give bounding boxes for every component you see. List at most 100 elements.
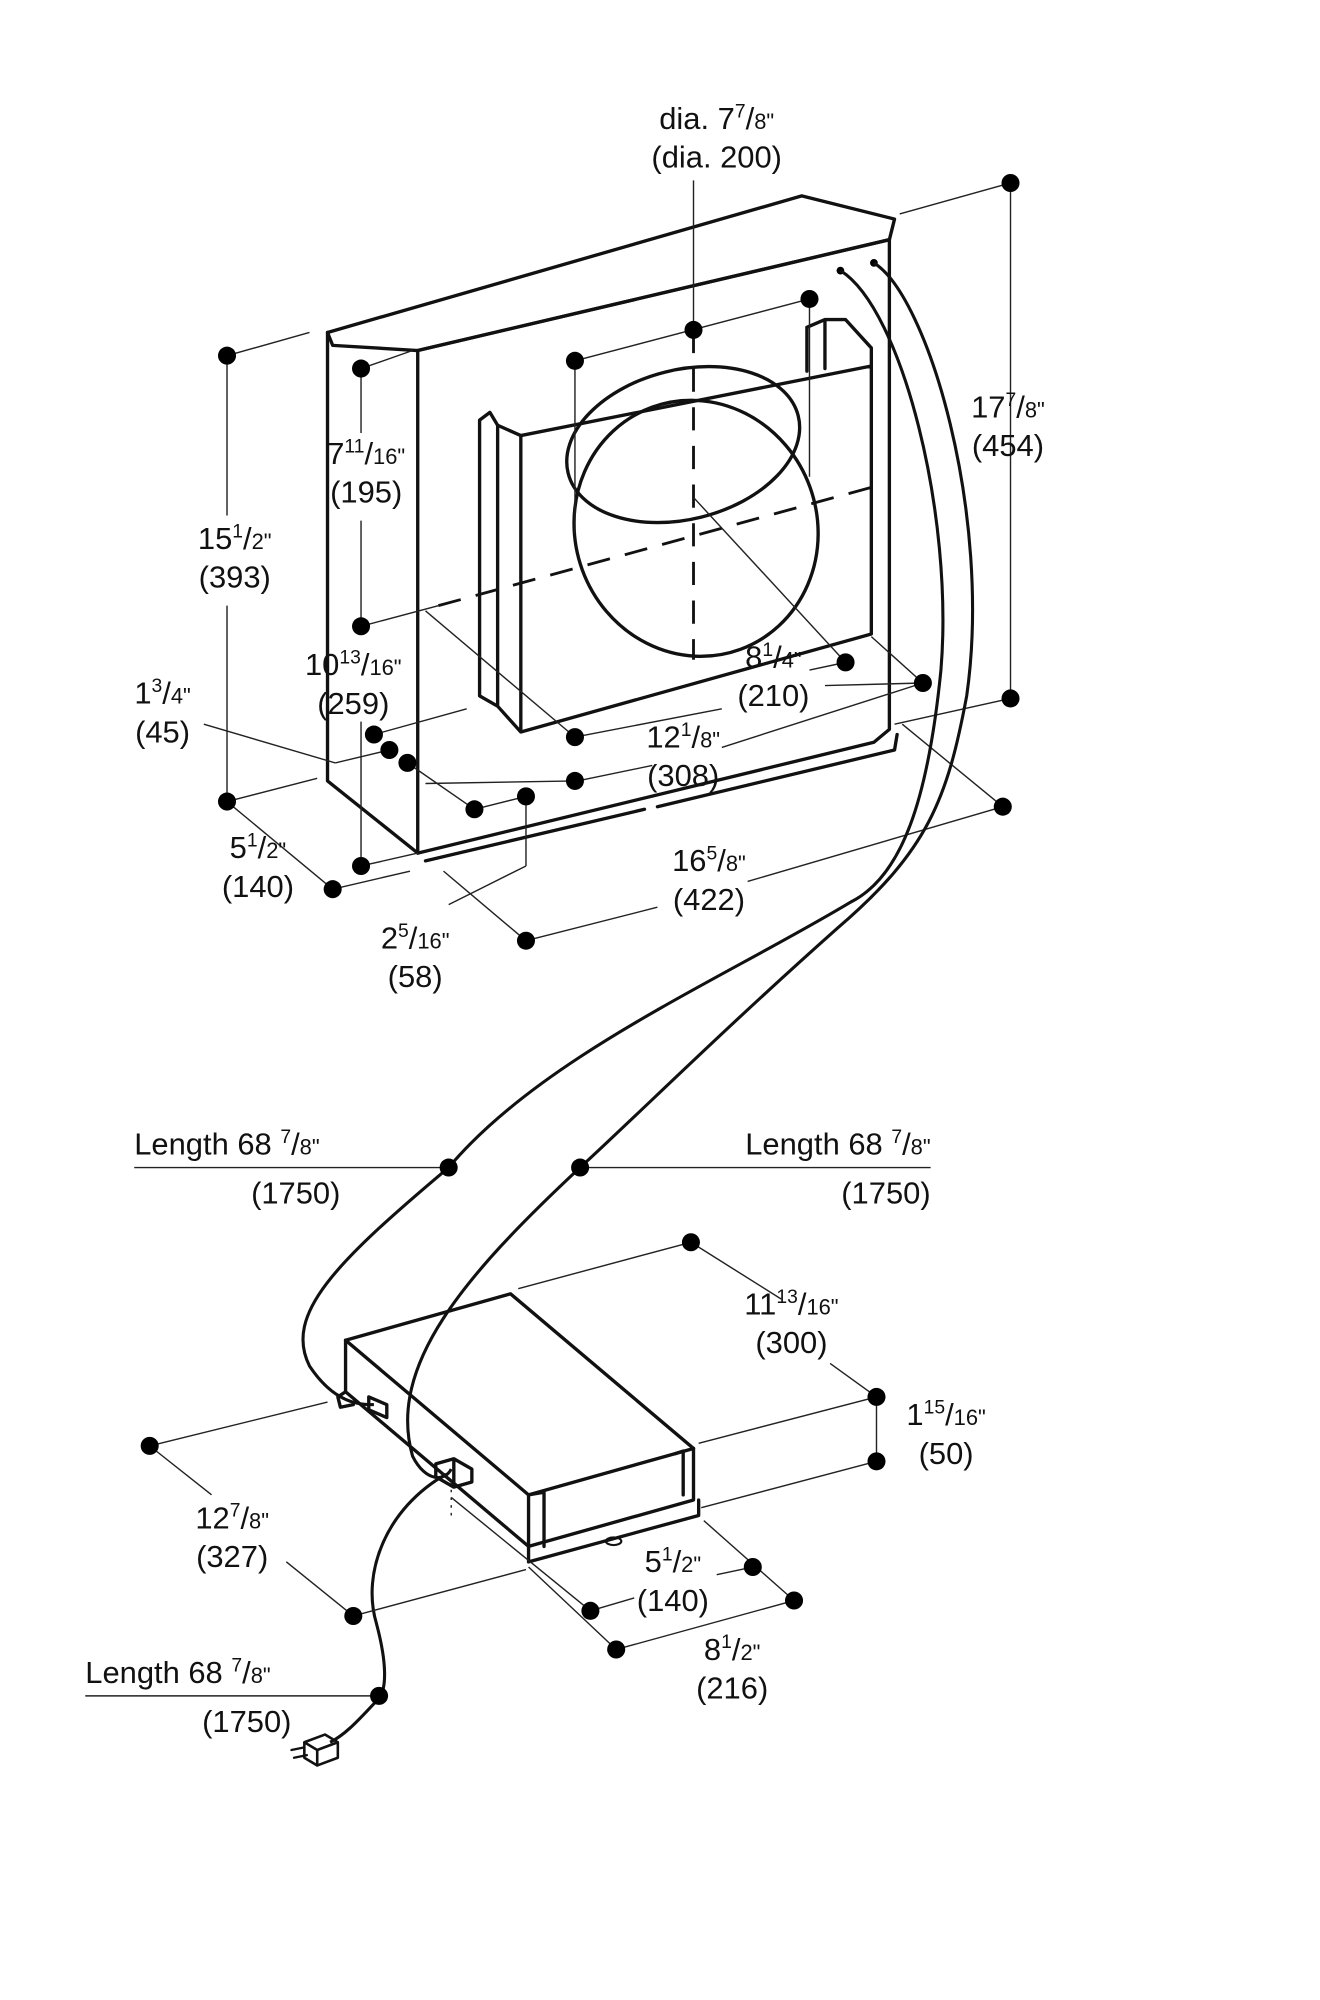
- label-duct-diameter: dia. 77/8" (dia. 200): [651, 101, 782, 175]
- cable-right-path: [406, 261, 975, 1479]
- label-duct-center-top-metric: (195): [330, 475, 402, 510]
- housing-lid-front-edge: [416, 238, 892, 353]
- label-cable-right: Length 68 7/8" (1750): [745, 1127, 930, 1211]
- dimension-dot: [352, 359, 371, 378]
- dimension-dot: [565, 771, 584, 790]
- duct-center-horizontal: [437, 483, 883, 608]
- dimension-dot: [993, 797, 1012, 816]
- label-box-height-metric: (50): [919, 1436, 974, 1471]
- duct-mount-panel: [477, 364, 874, 734]
- upper-dimension-dots: [217, 173, 1020, 950]
- label-total-height: 177/8"(454): [971, 390, 1045, 464]
- lower-dimension-dots: [140, 1233, 886, 1659]
- housing-right-side: [416, 238, 892, 855]
- power-cord-dot: [370, 1686, 389, 1705]
- label-box-depth: 127/8" (327): [195, 1500, 269, 1574]
- dimension-dot: [743, 1557, 762, 1577]
- label-body-height: 151/2" (393): [198, 521, 272, 595]
- dimension-dot: [140, 1436, 159, 1455]
- lower-unit: [336, 1292, 701, 1564]
- label-box-length: 1113/16"(300): [744, 1286, 838, 1360]
- dimension-dot: [565, 351, 584, 370]
- label-duct-center-top: 711/16" (195): [327, 436, 405, 510]
- dimension-dot: [800, 289, 819, 308]
- label-flange-offset: 13/4"(45): [134, 676, 191, 750]
- dimension-dot: [607, 1640, 626, 1659]
- dimension-dot: [836, 653, 855, 672]
- dimension-dot: [1001, 689, 1020, 708]
- power-plug-icon: [290, 1733, 340, 1767]
- label-total-width-imperial: 165/8": [672, 843, 746, 878]
- dimension-dot: [352, 856, 371, 875]
- label-duct-center-top-imperial: 711/16": [327, 436, 405, 471]
- dimension-dot: [1001, 173, 1020, 193]
- label-front-offset: 25/16" (58): [381, 920, 450, 994]
- dimension-dot: [681, 1233, 700, 1252]
- label-cable-right-imperial: Length 68 7/8": [745, 1127, 930, 1162]
- label-cable-left: Length 68 7/8"(1750): [134, 1127, 340, 1211]
- box-front-face: [526, 1446, 696, 1549]
- label-duct-center-bottom: 1013/16" (259): [305, 647, 402, 721]
- lower-dimension-labels: 1113/16"(300)115/16"(50)127/8"(327)51/2"…: [195, 1286, 985, 1705]
- label-cable-right-metric: (1750): [841, 1176, 930, 1211]
- dimension-dot: [352, 617, 371, 636]
- label-total-height-imperial: 177/8": [971, 390, 1045, 425]
- mounting-hole: [604, 1536, 623, 1547]
- dimension-dot: [684, 320, 703, 339]
- dimension-dot: [913, 673, 932, 693]
- label-depth-imperial: 51/2": [230, 830, 287, 865]
- label-depth-metric: (140): [222, 869, 294, 904]
- label-depth: 51/2" (140): [222, 830, 294, 904]
- label-inner-width-metric: (308): [647, 758, 719, 793]
- box-left-face: [343, 1338, 531, 1549]
- duct-mount-right-tab: [805, 317, 874, 373]
- label-box-width: 81/2"(216): [696, 1632, 768, 1706]
- duct-collar-back: [565, 364, 802, 525]
- dimension-dot: [516, 931, 535, 950]
- box-top: [343, 1292, 696, 1497]
- label-cable-left-imperial: Length 68 7/8": [134, 1127, 319, 1162]
- label-duct-center-bottom-metric: (259): [317, 686, 389, 721]
- box-bracket-tab: [673, 1449, 685, 1497]
- housing-left-side: [325, 330, 420, 855]
- box-connector: [434, 1457, 474, 1489]
- cable-right-dot: [571, 1158, 590, 1177]
- label-bracket-spacing-imperial: 51/2": [645, 1544, 702, 1579]
- label-front-offset-imperial: 25/16": [381, 920, 450, 955]
- dimension-dot: [323, 880, 342, 899]
- label-front-offset-metric: (58): [388, 959, 443, 994]
- cable-left-path: [301, 269, 945, 1407]
- box-bracket-left: [336, 1390, 389, 1420]
- dimension-dot: [217, 346, 237, 365]
- dimension-dot: [344, 1606, 363, 1625]
- label-duct-center-side-imperial: 81/4": [745, 640, 802, 675]
- label-flange-offset-imperial: 13/4": [134, 676, 191, 711]
- label-power-cord-metric: (1750): [202, 1704, 291, 1739]
- label-flange-offset-metric: (45): [135, 714, 190, 749]
- label-total-height-metric: (454): [972, 428, 1044, 463]
- label-inner-width-imperial: 121/8": [646, 719, 720, 754]
- cable-left-dot: [439, 1158, 458, 1177]
- label-box-length-metric: (300): [755, 1325, 827, 1360]
- label-duct-diameter-imperial: dia. 77/8": [659, 101, 774, 136]
- box-bracket-front: [526, 1490, 701, 1564]
- label-power-cord-imperial: Length 68 7/8": [85, 1655, 270, 1690]
- label-total-width-metric: (422): [673, 882, 745, 917]
- label-total-width: 165/8" (422): [672, 843, 746, 917]
- dimension-dot: [581, 1601, 600, 1620]
- label-box-depth-imperial: 127/8": [195, 1500, 269, 1535]
- label-duct-center-bottom-imperial: 1013/16": [305, 647, 402, 682]
- label-body-height-imperial: 151/2": [198, 521, 272, 556]
- label-duct-center-side-metric: (210): [737, 678, 809, 713]
- cable-labels: Length 68 7/8" (1750) Length 68 7/8" (1750)…: [85, 1127, 930, 1739]
- dimension-dot: [516, 787, 535, 806]
- label-box-depth-metric: (327): [196, 1539, 268, 1574]
- label-duct-diameter-metric: (dia. 200): [651, 140, 782, 175]
- label-body-height-metric: (393): [199, 560, 271, 595]
- dimension-dot: [565, 728, 584, 747]
- dimension-dot: [380, 740, 399, 760]
- housing-bottom-lip: [423, 732, 899, 863]
- upper-unit: [325, 194, 899, 863]
- dimension-dot: [785, 1591, 804, 1610]
